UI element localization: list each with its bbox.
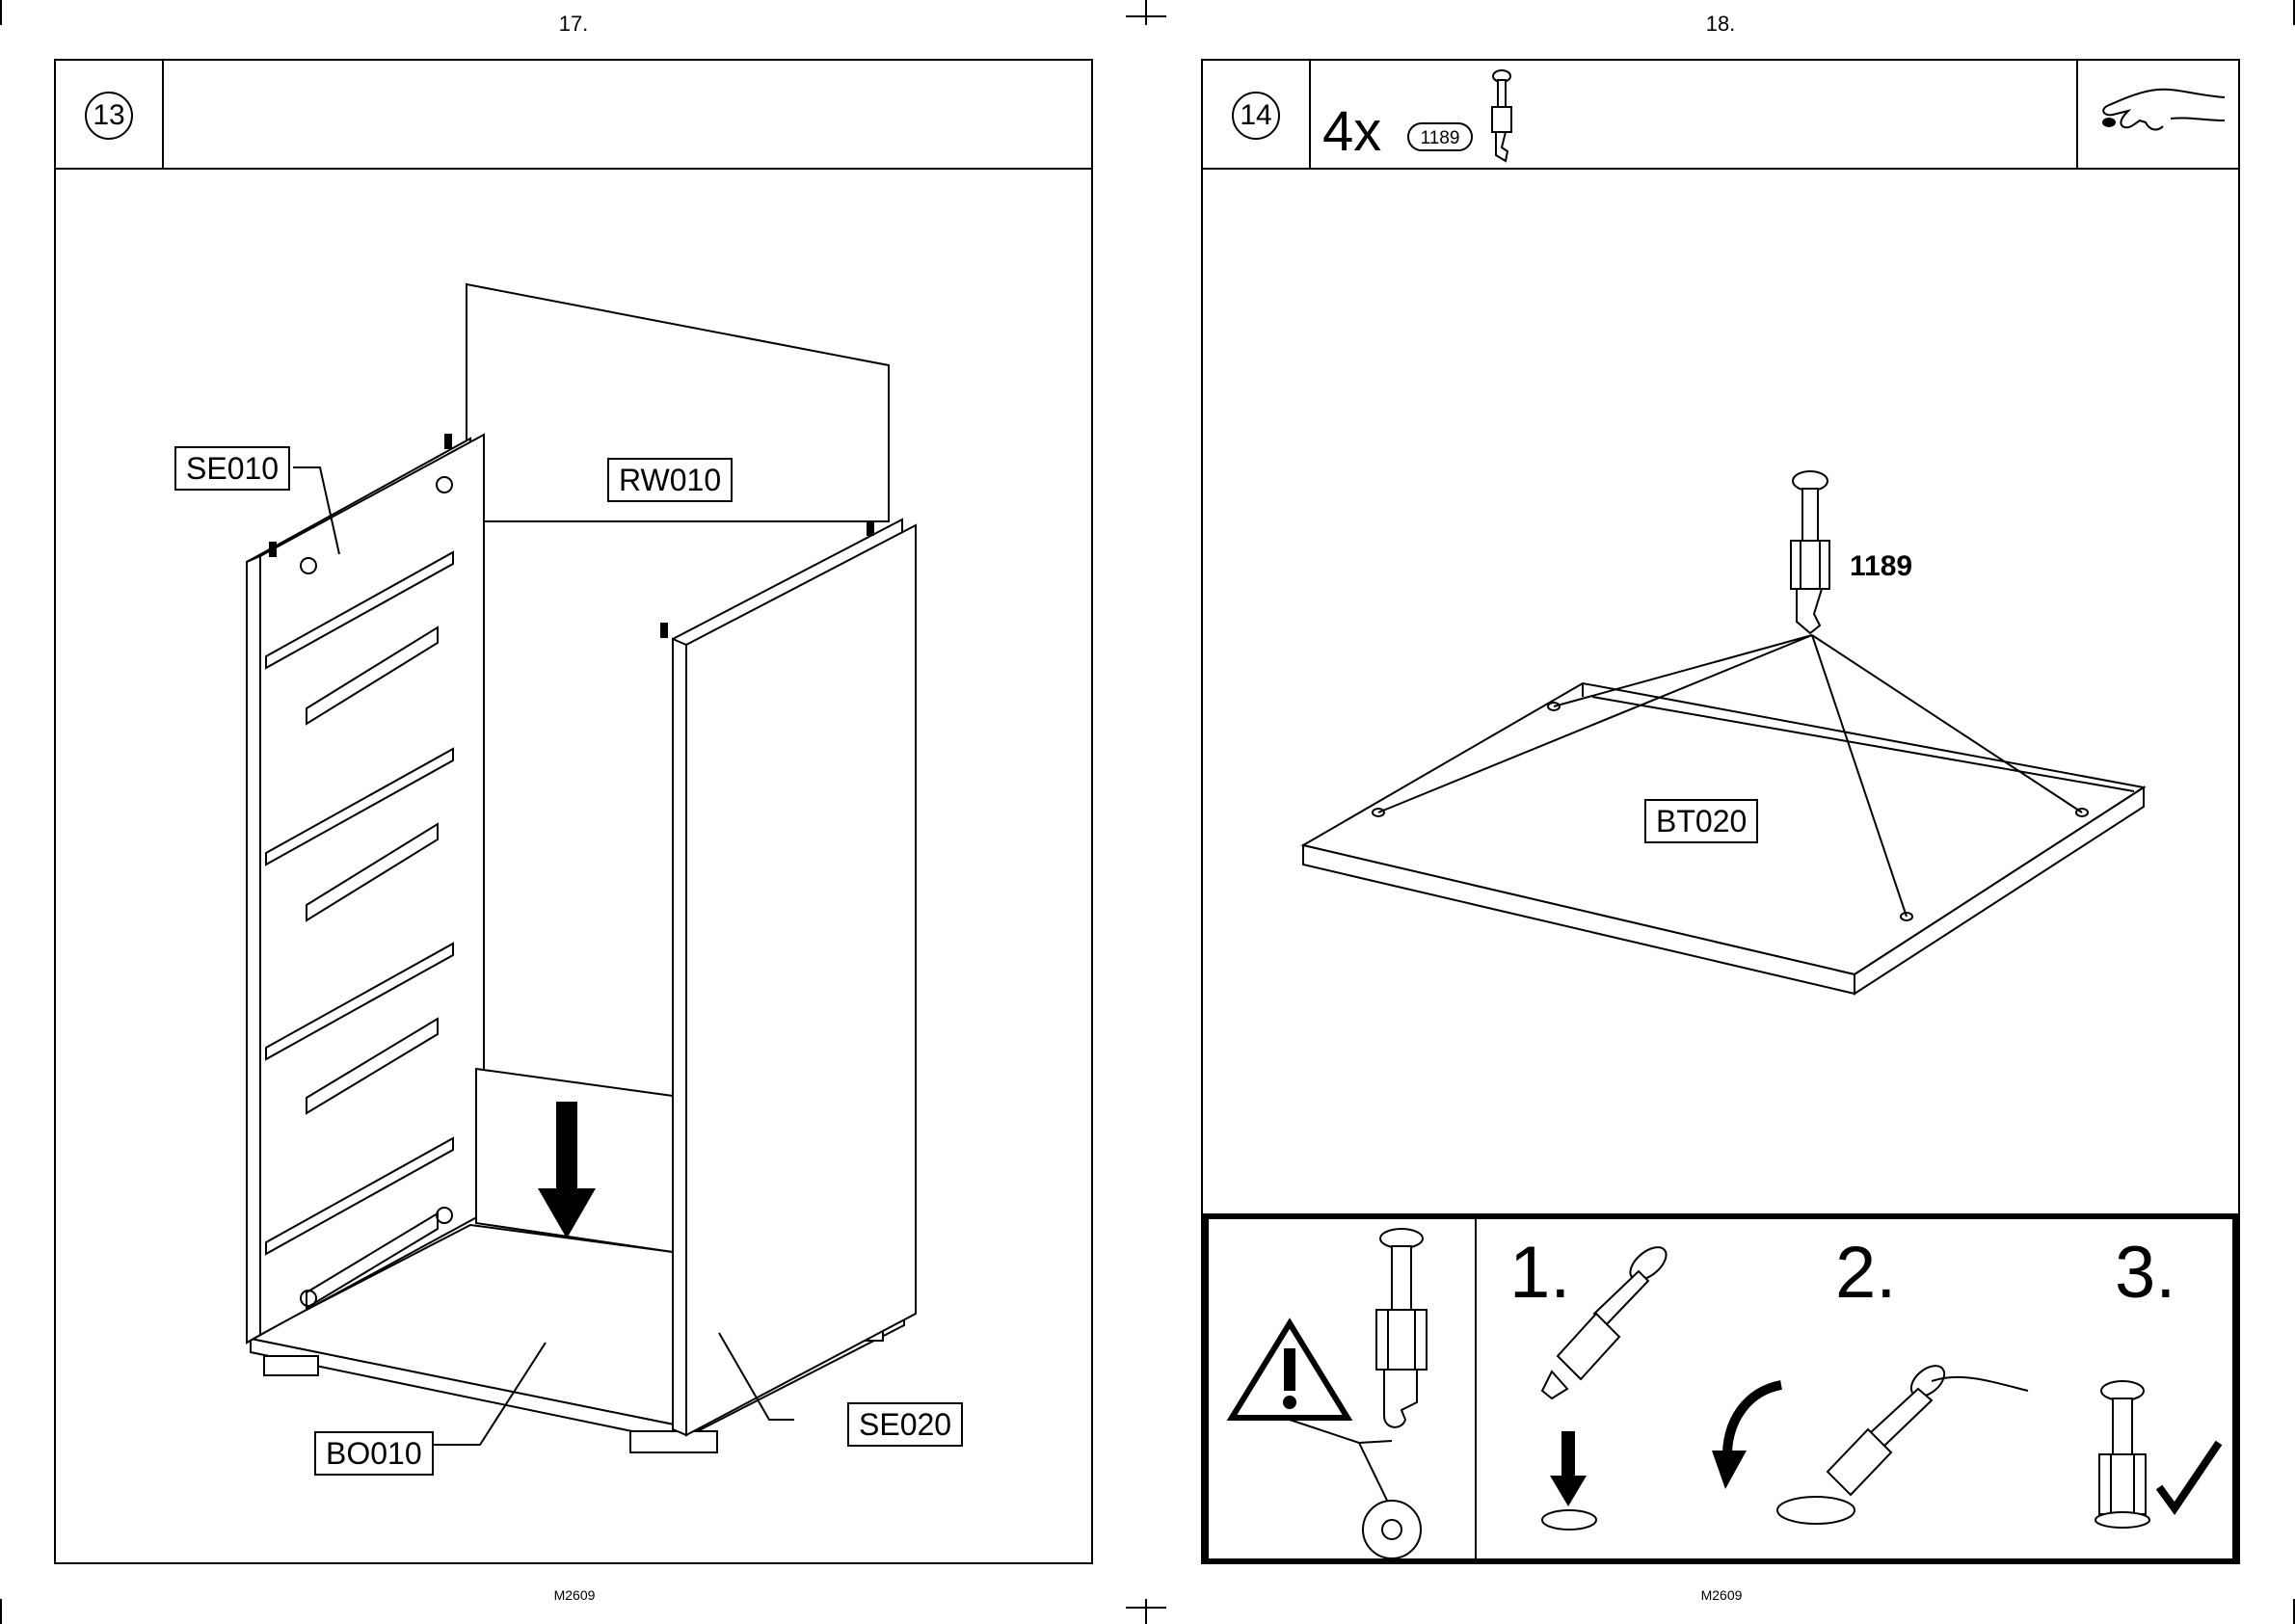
step-1-illustration: [1542, 1241, 1672, 1530]
part-label-bt020: BT020: [1644, 799, 1758, 843]
part-label-se010: SE010: [174, 446, 290, 491]
footer-right: M2609: [1664, 1587, 1779, 1603]
cabinet-assembly-drawing: [56, 61, 1095, 1566]
crop-mark: [1126, 1607, 1166, 1609]
step-2-illustration: [1712, 1360, 2028, 1524]
checkmark-icon: [2159, 1443, 2219, 1508]
page-number-left: 17.: [535, 12, 612, 37]
instruction-illustrations: [1488, 1227, 2240, 1555]
warning-triangle-icon: [1232, 1323, 1348, 1418]
hardware-label: 1189: [1850, 550, 1912, 583]
footer-left: M2609: [517, 1587, 632, 1603]
crop-mark: [0, 1599, 2, 1624]
step-13-frame: 13: [54, 59, 1093, 1564]
crop-mark: [1126, 15, 1166, 17]
crop-mark: [0, 0, 2, 25]
step-14-frame: 14 4x 1189: [1201, 59, 2240, 1564]
part-label-rw010: RW010: [607, 458, 733, 502]
part-label-se020: SE020: [847, 1402, 963, 1447]
crop-mark: [1145, 0, 1147, 25]
page-number-right: 18.: [1682, 12, 1759, 37]
part-label-bo010: BO010: [314, 1431, 434, 1476]
fitting-instruction-box: 1. 2. 3.: [1203, 1213, 2238, 1564]
warning-detail: [1228, 1227, 1488, 1555]
step-3-illustration: [2095, 1381, 2149, 1528]
crop-mark: [1145, 1599, 1147, 1624]
